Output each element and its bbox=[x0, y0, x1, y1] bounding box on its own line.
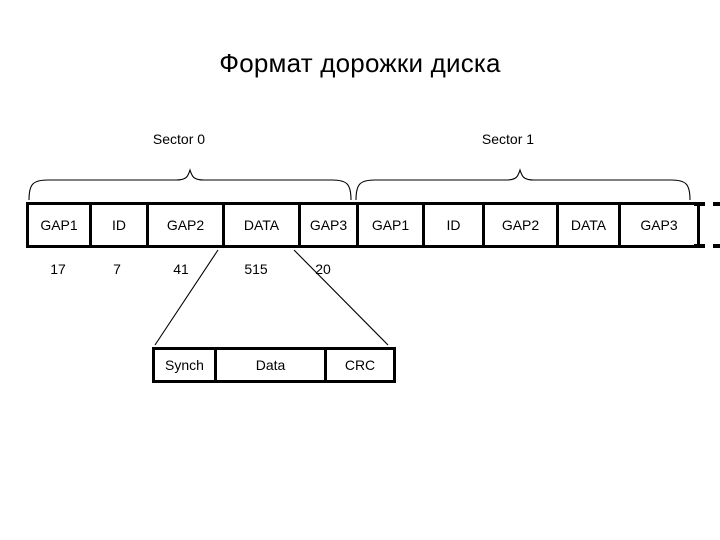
track-cell-label: GAP1 bbox=[40, 217, 78, 233]
sector-label-0: Sector 0 bbox=[152, 131, 206, 147]
sector-0-brace bbox=[28, 168, 352, 201]
track-continuation-top bbox=[694, 202, 720, 206]
track-cell-label: GAP2 bbox=[166, 217, 205, 233]
size-label-data: 515 bbox=[244, 261, 268, 277]
data-field-detail-strip: Synch Data CRC bbox=[152, 347, 396, 383]
track-cell-id-sector1[interactable]: ID bbox=[425, 205, 485, 245]
track-cell-label: ID bbox=[112, 217, 126, 233]
track-cell-data-sector1[interactable]: DATA bbox=[559, 205, 621, 245]
track-cell-gap1-sector1[interactable]: GAP1 bbox=[359, 205, 425, 245]
sector-1-brace bbox=[355, 168, 691, 201]
detail-cell-data[interactable]: Data bbox=[217, 350, 327, 380]
detail-cell-synch[interactable]: Synch bbox=[155, 350, 217, 380]
track-cell-label: ID bbox=[446, 217, 461, 233]
track-cell-label: DATA bbox=[570, 217, 607, 233]
track-cell-gap2-sector0[interactable]: GAP2 bbox=[149, 205, 225, 245]
track-cell-gap1-sector0[interactable]: GAP1 bbox=[29, 205, 92, 245]
track-cell-label: GAP1 bbox=[371, 217, 410, 233]
size-label-gap3: 20 bbox=[315, 261, 331, 277]
track-cell-gap3-sector0[interactable]: GAP3 bbox=[301, 205, 359, 245]
track-cell-label: GAP3 bbox=[309, 217, 348, 233]
size-label-id: 7 bbox=[113, 261, 121, 277]
track-cell-gap3-sector1[interactable]: GAP3 bbox=[621, 205, 697, 245]
track-cell-data-sector0[interactable]: DATA bbox=[225, 205, 301, 245]
size-label-gap2: 41 bbox=[173, 261, 189, 277]
track-continuation-bottom bbox=[694, 244, 720, 248]
track-cell-id-sector0[interactable]: ID bbox=[92, 205, 149, 245]
page-title: Формат дорожки диска bbox=[219, 48, 501, 78]
track-cell-label: GAP3 bbox=[640, 217, 678, 233]
track-cell-label: DATA bbox=[243, 217, 280, 233]
detail-cell-label: CRC bbox=[344, 357, 376, 373]
detail-cell-crc[interactable]: CRC bbox=[327, 350, 393, 380]
detail-cell-label: Synch bbox=[165, 357, 204, 373]
track-strip: GAP1 ID GAP2 DATA GAP3 GAP1 ID GAP2 DATA… bbox=[26, 202, 700, 248]
track-cell-gap2-sector1[interactable]: GAP2 bbox=[485, 205, 559, 245]
detail-cell-label: Data bbox=[255, 357, 286, 373]
size-label-gap1: 17 bbox=[50, 261, 66, 277]
sector-label-1: Sector 1 bbox=[481, 131, 535, 147]
track-cell-label: GAP2 bbox=[501, 217, 540, 233]
